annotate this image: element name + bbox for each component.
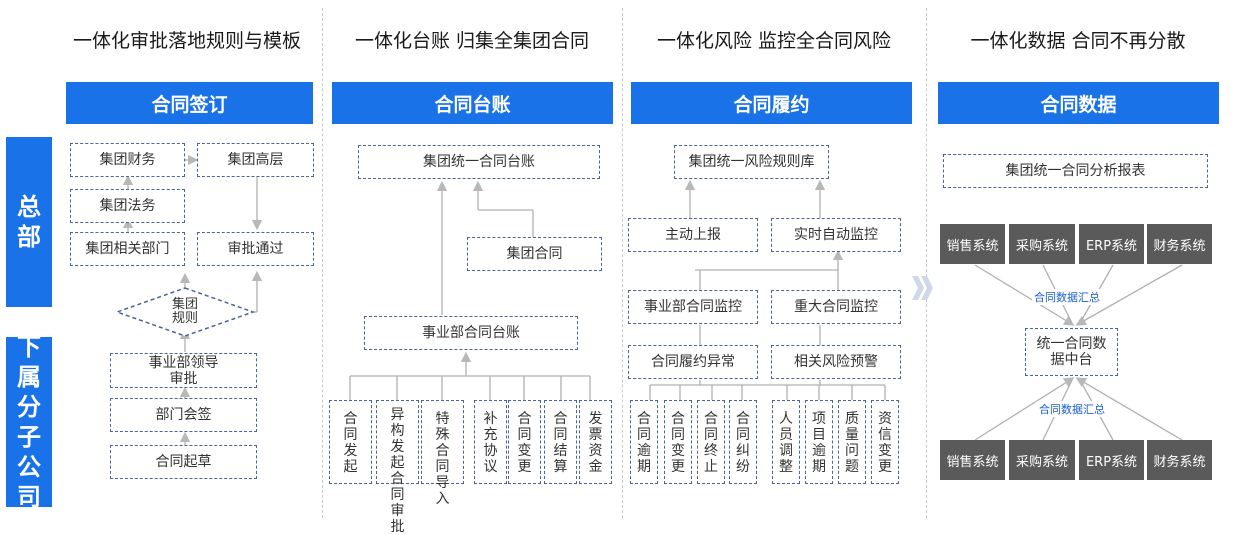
rules-diamond xyxy=(114,287,256,337)
node-major-monitor: 重大合同监控 xyxy=(771,290,901,324)
node-risk-warning: 相关风险预警 xyxy=(771,345,901,379)
bar-contract-data: 合同数据 xyxy=(938,82,1219,124)
data-summary-label-bottom: 合同数据汇总 xyxy=(1037,401,1107,417)
node-group-contract: 集团合同 xyxy=(467,237,602,271)
bar-contract-ledger: 合同台账 xyxy=(332,82,613,124)
node-division-ledger: 事业部合同台账 xyxy=(364,316,578,350)
system-erp-top: ERP系统 xyxy=(1079,224,1144,264)
bar-contract-performance: 合同履约 xyxy=(631,82,912,124)
node-unified-ledger: 集团统一合同台账 xyxy=(358,145,600,179)
system-erp-bottom: ERP系统 xyxy=(1079,440,1144,480)
system-finance-top: 财务系统 xyxy=(1147,224,1212,264)
column-separator xyxy=(926,8,927,518)
node-group-rules: 集团规则 xyxy=(171,297,198,326)
node-ledger-item: 合同发起 xyxy=(329,400,372,484)
node-performance-abnormal: 合同履约异常 xyxy=(628,345,758,379)
node-risk-rules: 集团统一风险规则库 xyxy=(674,145,829,179)
node-data-center: 统一合同数据中台 xyxy=(1025,328,1118,376)
heading-risk: 一体化风险 监控全合同风险 xyxy=(656,30,892,52)
double-chevron-right-icon xyxy=(912,276,933,300)
node-risk-item: 人员调整 xyxy=(772,400,800,484)
node-active-report: 主动上报 xyxy=(628,218,758,252)
system-sales-top: 销售系统 xyxy=(940,224,1005,264)
node-risk-item: 合同纠纷 xyxy=(729,400,757,484)
node-ledger-item: 发票资金 xyxy=(579,400,612,484)
node-group-legal: 集团法务 xyxy=(70,189,185,223)
node-ledger-item: 补充协议 xyxy=(474,400,507,484)
node-division-leader-approval: 事业部领导审批 xyxy=(110,353,257,388)
side-label-hq: 总部 xyxy=(6,137,52,307)
heading-approval: 一体化审批落地规则与模板 xyxy=(72,30,301,52)
node-risk-item: 资信变更 xyxy=(871,400,899,484)
bar-contract-signing: 合同签订 xyxy=(66,82,313,124)
node-division-monitor: 事业部合同监控 xyxy=(628,290,758,324)
node-risk-item: 合同变更 xyxy=(664,400,692,484)
data-summary-label-top: 合同数据汇总 xyxy=(1032,289,1102,305)
system-finance-bottom: 财务系统 xyxy=(1147,440,1212,480)
column-separator xyxy=(622,8,623,518)
node-risk-item: 质量问题 xyxy=(838,400,866,484)
column-separator xyxy=(322,8,323,518)
node-ledger-item: 异构发起合同审批 xyxy=(376,400,419,535)
system-sales-bottom: 销售系统 xyxy=(940,440,1005,480)
node-dept-countersign: 部门会签 xyxy=(110,398,257,432)
node-risk-item: 合同终止 xyxy=(697,400,725,484)
side-label-subsidiary: 下属分子公司 xyxy=(6,333,52,511)
node-risk-item: 合同逾期 xyxy=(630,400,658,484)
node-ledger-item: 合同变更 xyxy=(508,400,541,484)
node-group-departments: 集团相关部门 xyxy=(70,232,185,266)
system-purchase-bottom: 采购系统 xyxy=(1009,440,1075,480)
node-ledger-item: 特殊合同导入 xyxy=(421,400,464,507)
node-group-executives: 集团高层 xyxy=(197,143,314,177)
node-risk-item: 项目逾期 xyxy=(805,400,833,484)
node-auto-monitor: 实时自动监控 xyxy=(771,218,901,252)
node-contract-draft: 合同起草 xyxy=(110,445,257,479)
node-ledger-item: 合同结算 xyxy=(544,400,577,484)
heading-ledger: 一体化台账 归集全集团合同 xyxy=(354,30,590,52)
system-purchase-top: 采购系统 xyxy=(1009,224,1075,264)
heading-data: 一体化数据 合同不再分散 xyxy=(970,30,1186,52)
node-group-finance: 集团财务 xyxy=(70,143,185,177)
node-approved: 审批通过 xyxy=(197,232,314,266)
node-analysis-report: 集团统一合同分析报表 xyxy=(943,154,1208,188)
